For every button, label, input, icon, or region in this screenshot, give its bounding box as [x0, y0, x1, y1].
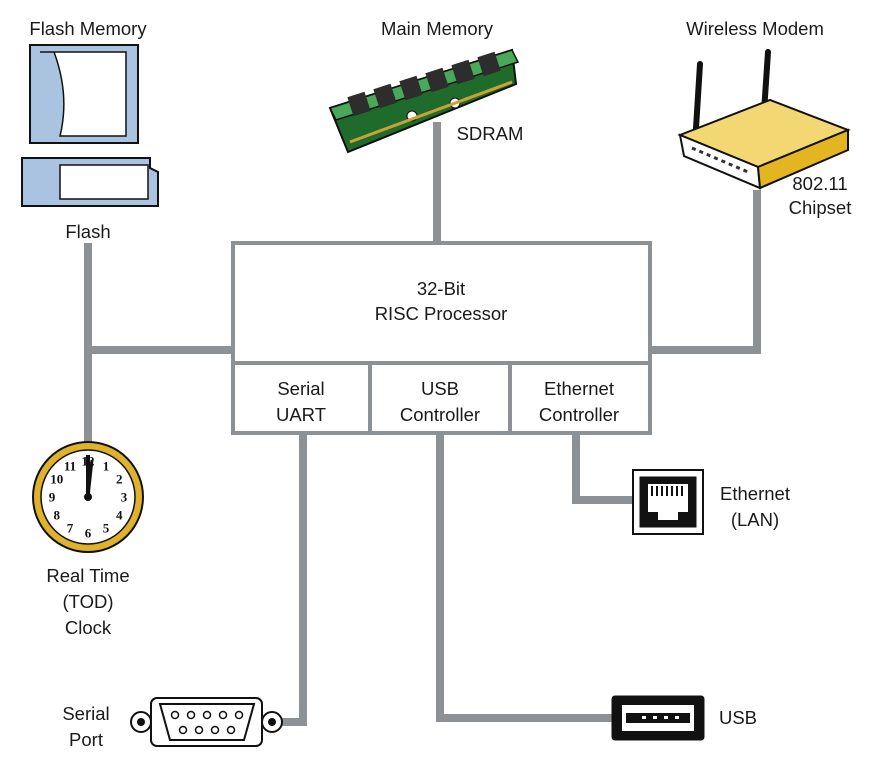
usb-group: USB: [611, 695, 757, 741]
main-memory-title: Main Memory: [381, 18, 494, 39]
rj45-jack-icon: [632, 469, 704, 535]
clock-numeral-12: 12: [82, 454, 95, 469]
clock-numeral-11: 11: [64, 458, 76, 473]
flash-card-icon: [21, 44, 159, 207]
clock-label-2: (TOD): [62, 591, 113, 612]
clock-numeral-8: 8: [54, 508, 61, 523]
flash-memory-title: Flash Memory: [29, 18, 147, 39]
processor-box: [231, 241, 652, 435]
db9-connector-icon: [130, 697, 283, 747]
clock-numeral-6: 6: [85, 526, 92, 541]
ethernet-label-1: Ethernet: [720, 483, 790, 504]
clock-numeral-2: 2: [116, 472, 123, 487]
wireless-modem-group: Wireless Modem 802.11 Chipset: [677, 18, 852, 218]
uart-label-1: Serial: [277, 378, 324, 399]
chipset-label-1: 802.11: [792, 173, 847, 194]
ethernet-link: [572, 433, 640, 504]
clock-icon: [32, 441, 144, 553]
processor-label-1: 32-Bit: [417, 278, 465, 299]
clock-numeral-5: 5: [103, 521, 110, 536]
processor-block: 32-Bit RISC Processor Serial UART USB Co…: [231, 241, 652, 435]
usb-controller-label-1: USB: [421, 378, 459, 399]
ethernet-controller-label-1: Ethernet: [544, 378, 614, 399]
sdram-module-icon: [328, 48, 520, 154]
usb-controller-label-2: Controller: [400, 404, 480, 425]
ethernet-group: Ethernet (LAN): [632, 469, 790, 535]
usb-port-icon: [611, 695, 705, 741]
clock-numeral-7: 7: [67, 521, 74, 536]
sdram-label: SDRAM: [457, 123, 524, 144]
processor-modem-link: [650, 190, 761, 354]
clock-label-1: Real Time: [46, 565, 129, 586]
router-icon: [677, 49, 851, 190]
serial-port-group: Serial Port: [62, 697, 283, 750]
ethernet-label-2: (LAN): [731, 509, 779, 530]
flash-memory-group: Flash Memory Flash: [21, 18, 159, 242]
serial-port-label-1: Serial: [62, 703, 109, 724]
processor-label-2: RISC Processor: [375, 303, 508, 324]
usb-link: [436, 433, 612, 722]
usb-label: USB: [719, 707, 757, 728]
serial-port-label-2: Port: [69, 729, 103, 750]
bus-lines: [84, 122, 761, 726]
clock-label-3: Clock: [65, 617, 112, 638]
main-memory-group: Main Memory SDRAM: [328, 18, 524, 154]
wireless-modem-title: Wireless Modem: [686, 18, 824, 39]
clock-numeral-9: 9: [49, 490, 56, 505]
flash-label: Flash: [65, 221, 110, 242]
clock-numeral-1: 1: [103, 458, 110, 473]
serial-link: [280, 433, 307, 726]
ethernet-controller-label-2: Controller: [539, 404, 619, 425]
uart-label-2: UART: [276, 404, 326, 425]
clock-numeral-10: 10: [50, 472, 63, 487]
clock-numeral-3: 3: [121, 490, 128, 505]
clock-numeral-4: 4: [116, 508, 123, 523]
chipset-label-2: Chipset: [789, 197, 852, 218]
